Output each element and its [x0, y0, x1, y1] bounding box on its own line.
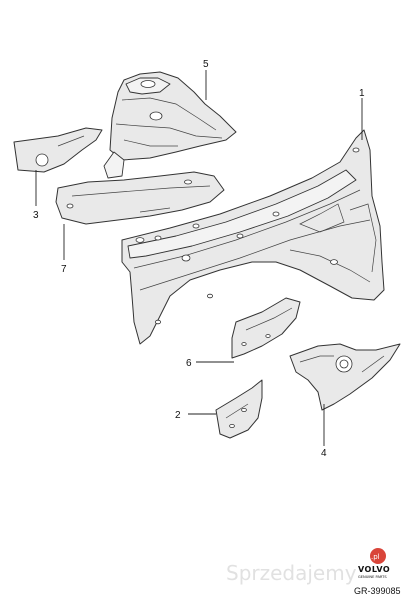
- callout-2: 2: [175, 410, 181, 421]
- callout-4: 4: [321, 448, 327, 459]
- part-3-reinforcement-plate: [13, 127, 103, 173]
- callout-3: 3: [33, 210, 39, 221]
- part-5-strut-tower: [103, 71, 237, 179]
- part-7-inner-rail: [55, 171, 225, 225]
- brand-logo: VOLVO GENUINE PARTS: [358, 565, 390, 579]
- watermark-badge-label: .pl: [371, 553, 380, 561]
- leader-lines: [35, 70, 363, 446]
- logo-tagline: GENUINE PARTS: [358, 575, 387, 579]
- watermark-badge-icon: [370, 548, 386, 564]
- callouts: 1 2 3 4 5 6 7: [33, 59, 365, 459]
- callout-1: 1: [359, 88, 365, 99]
- watermark-text: Sprzedajemy: [226, 561, 357, 585]
- part-1-front-side-member: [121, 129, 385, 345]
- part-4-mount-plate: [289, 343, 401, 411]
- reference-number: GR-399085: [354, 586, 401, 596]
- callout-5: 5: [203, 59, 209, 70]
- watermark: Sprzedajemy .pl: [226, 548, 386, 585]
- callout-6: 6: [186, 358, 192, 369]
- part-6-bracket: [231, 297, 301, 359]
- part-2-small-plate: [215, 379, 263, 439]
- logo-brand: VOLVO: [358, 565, 390, 574]
- callout-7: 7: [61, 264, 67, 275]
